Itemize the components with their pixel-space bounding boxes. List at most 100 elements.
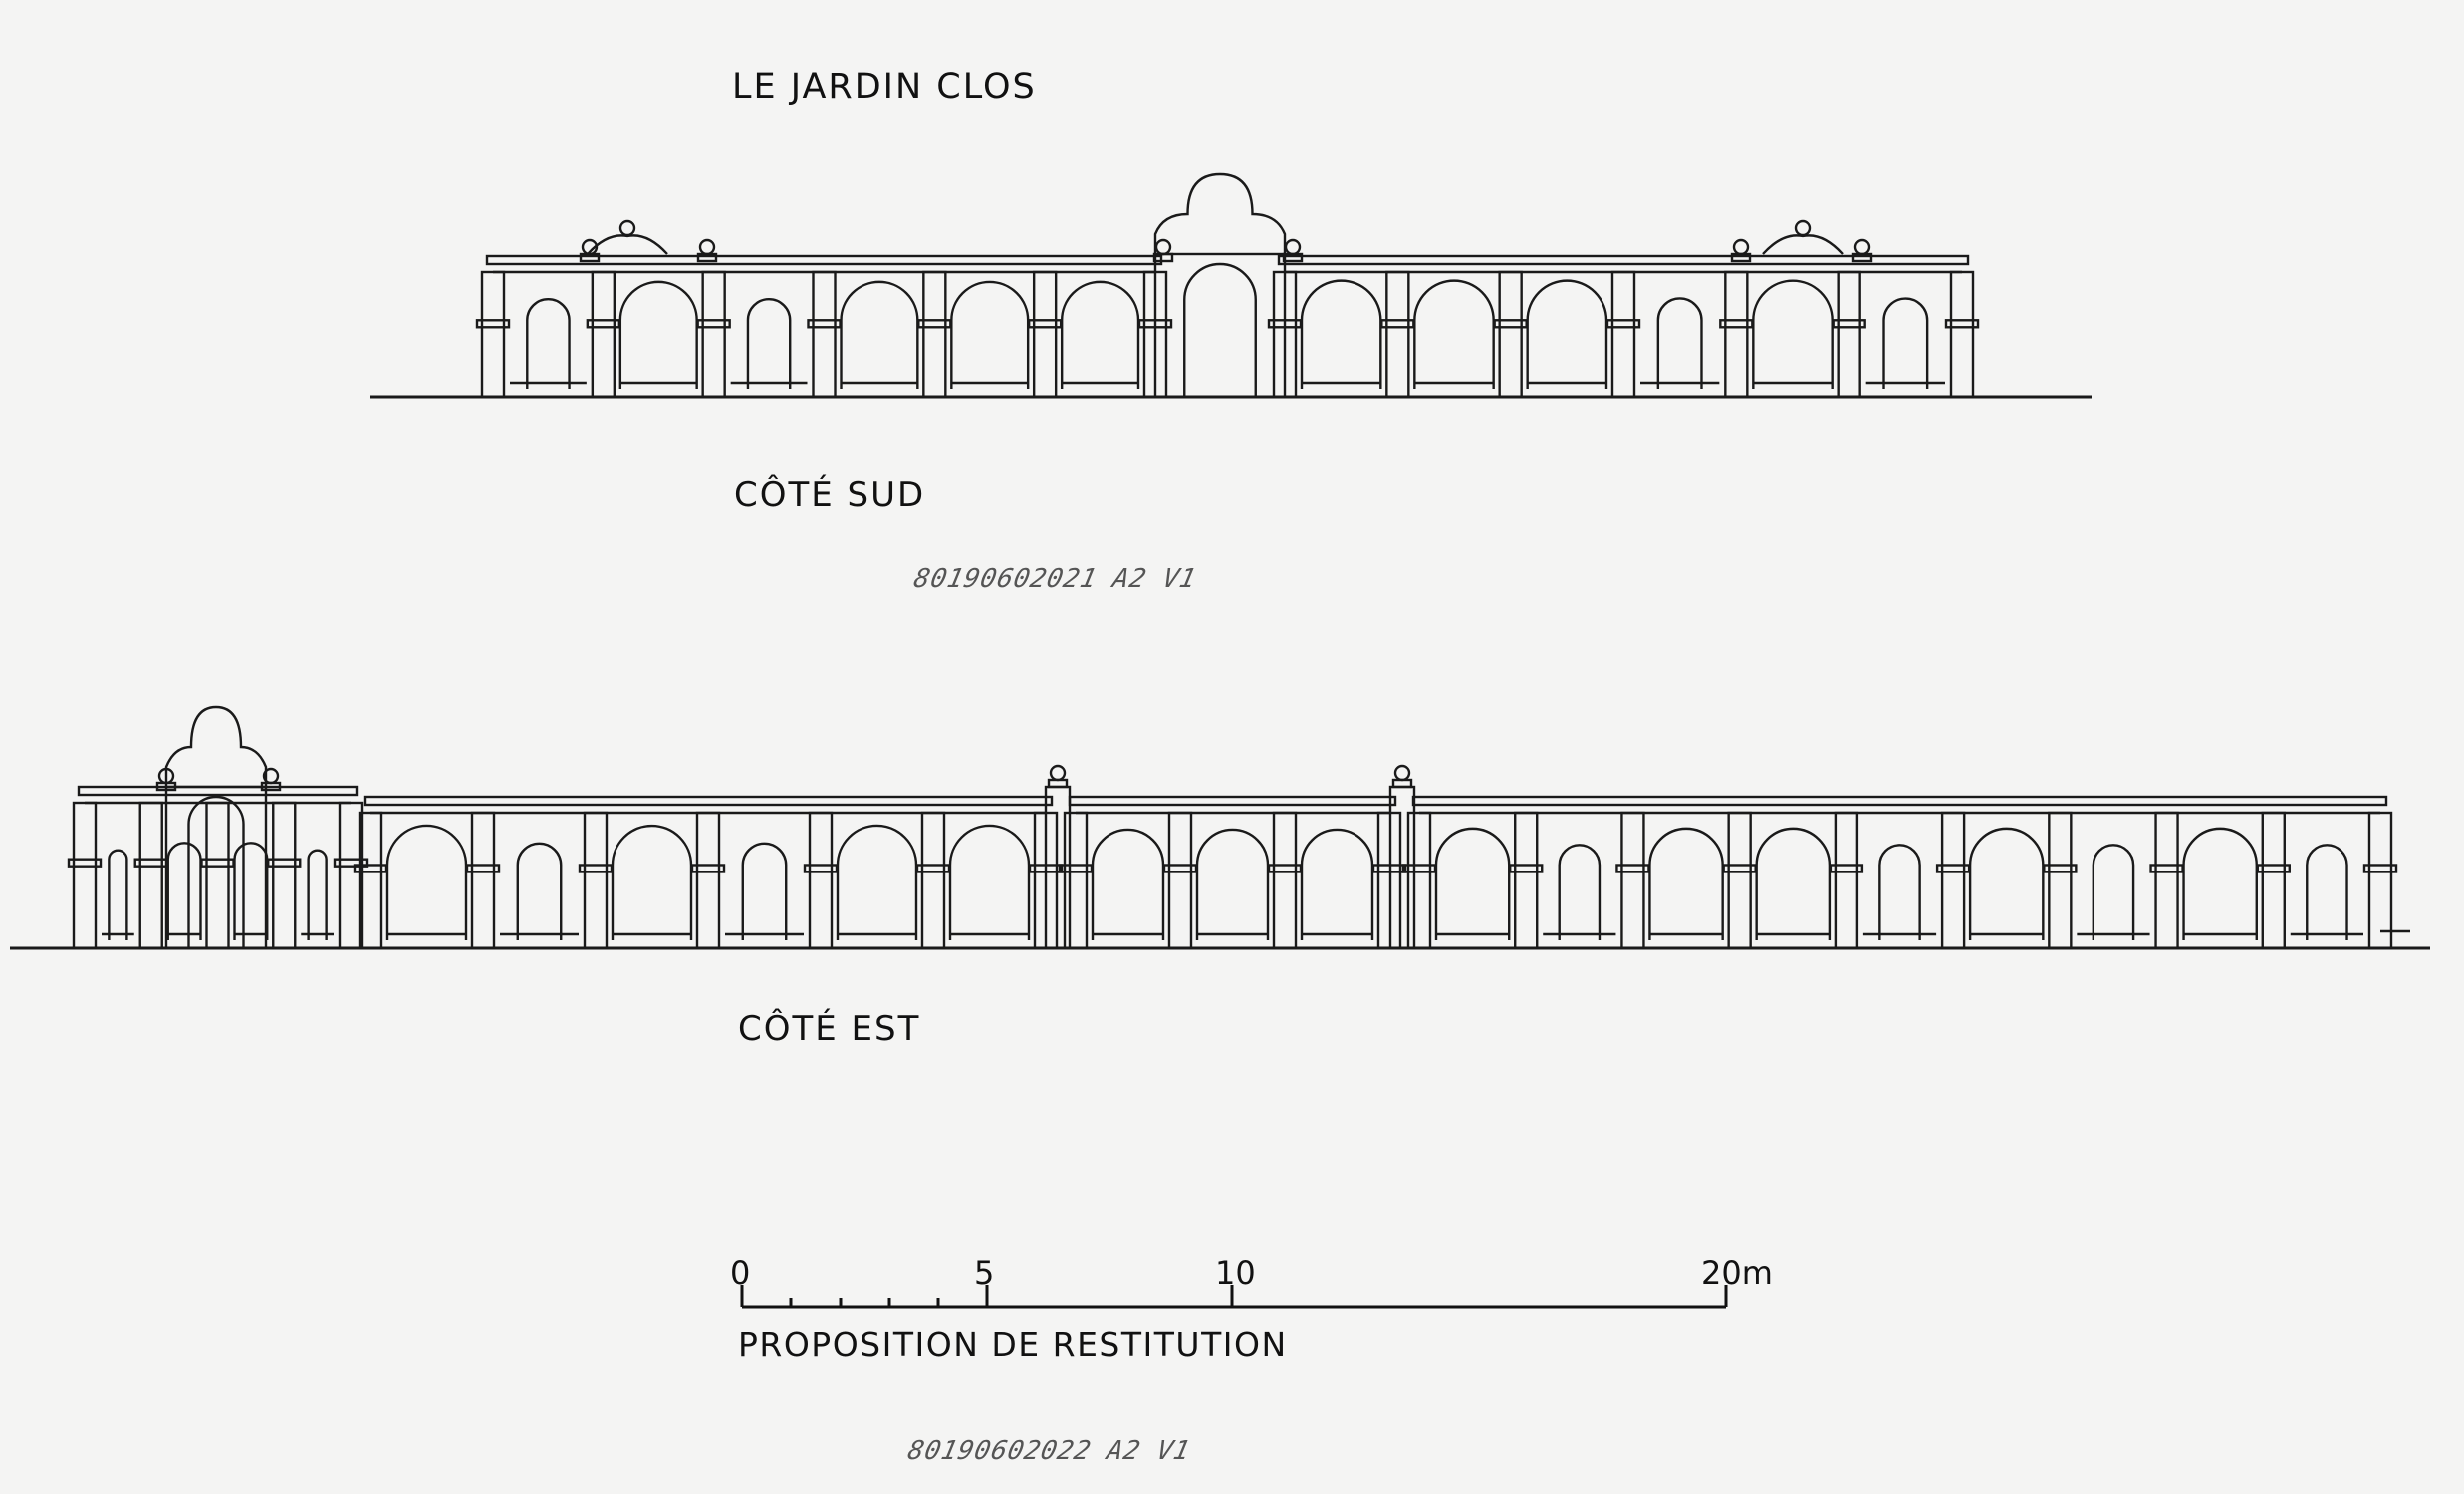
pier bbox=[1724, 270, 1749, 399]
arch bbox=[1648, 827, 1724, 940]
pier bbox=[2367, 811, 2393, 950]
scale-label-5: 5 bbox=[974, 1254, 995, 1292]
pier bbox=[808, 811, 834, 950]
arch bbox=[1755, 828, 1832, 940]
pier bbox=[480, 270, 506, 399]
finial-ball bbox=[618, 219, 636, 237]
arcade bbox=[1267, 254, 1980, 399]
arch bbox=[1434, 828, 1511, 940]
arch bbox=[1413, 279, 1495, 389]
arch bbox=[1526, 279, 1608, 389]
arch bbox=[1752, 279, 1834, 389]
pier bbox=[1940, 811, 1966, 950]
small-arch bbox=[1878, 844, 1921, 940]
pier bbox=[1949, 270, 1975, 399]
scale-label-10: 10 bbox=[1215, 1254, 1256, 1292]
finial-ball bbox=[1794, 219, 1812, 237]
arch bbox=[836, 824, 918, 940]
arch bbox=[1968, 828, 2045, 940]
pier bbox=[1167, 811, 1193, 950]
pier bbox=[1727, 811, 1752, 950]
pier bbox=[1514, 811, 1539, 950]
arch bbox=[385, 824, 468, 940]
gate-frame bbox=[1153, 252, 1287, 399]
arcade bbox=[1401, 795, 2398, 950]
arch bbox=[840, 280, 919, 389]
drawing-title: LE JARDIN CLOS bbox=[732, 67, 1037, 107]
arch bbox=[1300, 279, 1382, 389]
pier bbox=[695, 811, 721, 950]
drawing-caption: PROPOSITION DE RESTITUTION bbox=[738, 1325, 1288, 1364]
caption-cote-sud: CÔTÉ SUD bbox=[734, 475, 926, 515]
arcade bbox=[1058, 795, 1407, 950]
pier bbox=[1063, 811, 1089, 950]
cornice bbox=[363, 795, 1054, 807]
cornice bbox=[1277, 254, 1970, 266]
pier bbox=[2154, 811, 2179, 950]
arch bbox=[1195, 828, 1270, 940]
small-arch bbox=[2306, 844, 2348, 940]
caption-cote-est: CÔTÉ EST bbox=[738, 1009, 921, 1049]
pier bbox=[1610, 270, 1636, 399]
pier bbox=[138, 801, 163, 950]
finial-base bbox=[1047, 778, 1069, 789]
small-arch bbox=[516, 842, 563, 940]
gate-frame bbox=[164, 785, 268, 950]
small-arch bbox=[741, 842, 788, 940]
pier bbox=[1406, 811, 1432, 950]
small-arch bbox=[746, 297, 792, 389]
pier bbox=[272, 801, 297, 950]
gate-arch bbox=[187, 795, 245, 948]
scale-label-0: 0 bbox=[730, 1254, 751, 1292]
pier bbox=[583, 811, 609, 950]
finial-base bbox=[260, 781, 282, 792]
pier bbox=[922, 270, 947, 399]
arch bbox=[1300, 828, 1374, 940]
pier bbox=[1834, 811, 1859, 950]
impost bbox=[1944, 319, 1980, 329]
small-arch bbox=[307, 849, 328, 940]
pier bbox=[2048, 811, 2073, 950]
finial-base bbox=[155, 781, 177, 792]
pier bbox=[701, 270, 726, 399]
pier bbox=[920, 811, 946, 950]
pier bbox=[1498, 270, 1523, 399]
arch bbox=[166, 842, 202, 940]
domed-gate-crown bbox=[1153, 172, 1287, 254]
impost bbox=[2362, 864, 2398, 873]
small-arch bbox=[1656, 297, 1703, 389]
arch bbox=[950, 280, 1030, 389]
arch bbox=[1091, 828, 1165, 940]
finial-base bbox=[579, 252, 601, 263]
small-arch bbox=[1558, 844, 1602, 940]
small-arch bbox=[108, 849, 128, 940]
finial-base bbox=[1851, 252, 1873, 263]
pier bbox=[1385, 270, 1410, 399]
arch bbox=[1060, 281, 1140, 389]
small-arch bbox=[2092, 844, 2135, 940]
arcade bbox=[353, 795, 1064, 950]
finial-base bbox=[1391, 778, 1413, 789]
finial-base bbox=[1730, 252, 1752, 263]
pier bbox=[1837, 270, 1861, 399]
pier bbox=[1620, 811, 1645, 950]
pier bbox=[358, 811, 383, 950]
impost bbox=[475, 319, 511, 329]
domed-gate-crown bbox=[164, 705, 268, 787]
pier bbox=[1272, 811, 1298, 950]
finial-base bbox=[696, 252, 718, 263]
pier bbox=[1032, 270, 1058, 399]
gate-arch bbox=[1183, 262, 1257, 397]
finial-base bbox=[1152, 252, 1174, 263]
impost bbox=[333, 858, 369, 868]
pier bbox=[470, 811, 496, 950]
arch bbox=[2182, 828, 2258, 940]
archive-reference-2: 80190602022 A2 V1 bbox=[904, 1436, 1194, 1466]
impost bbox=[67, 858, 103, 868]
pier bbox=[812, 270, 837, 399]
pier bbox=[338, 801, 364, 950]
small-arch bbox=[1882, 297, 1929, 389]
